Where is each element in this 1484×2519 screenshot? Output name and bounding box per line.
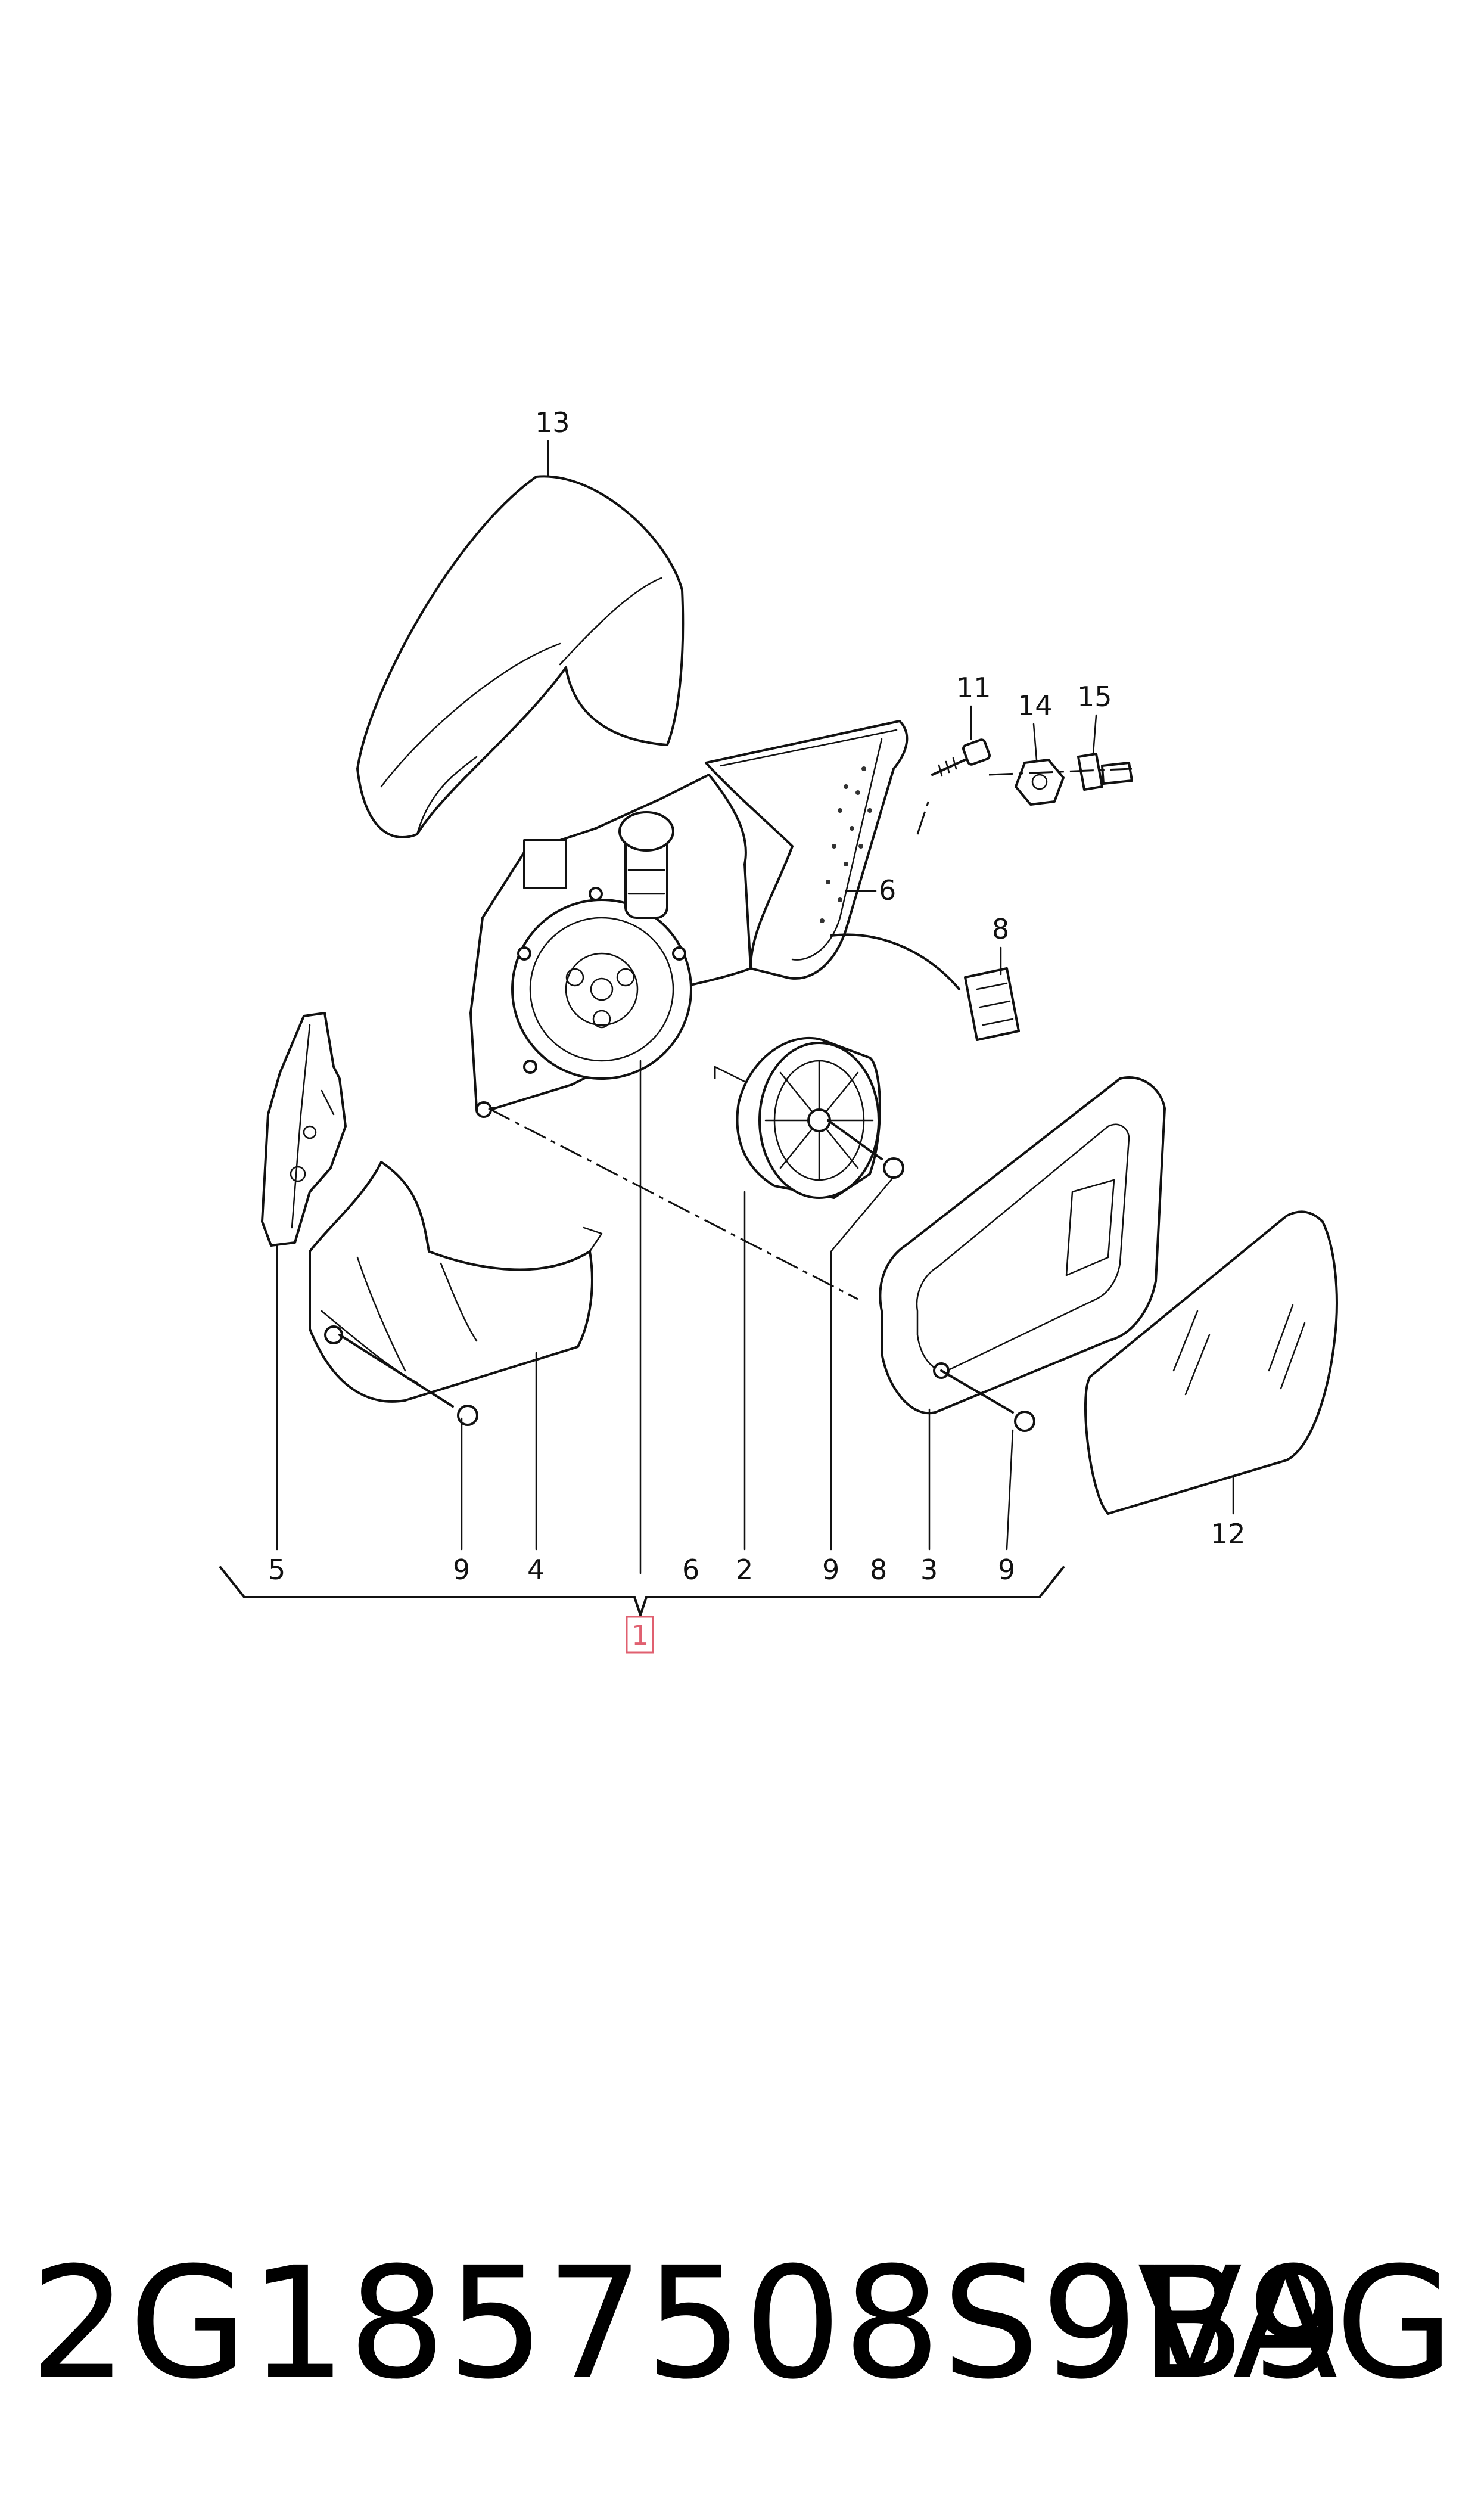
callout-11: 11 bbox=[956, 672, 991, 704]
part-9-screw-b bbox=[827, 1119, 904, 1179]
brand-name: VAG bbox=[1137, 2234, 1454, 2413]
callout-9-b: 9 bbox=[822, 1554, 839, 1586]
part-15-clip bbox=[1077, 753, 1133, 791]
part-5-cover-panel bbox=[261, 1012, 347, 1247]
callout-12: 12 bbox=[1211, 1518, 1246, 1550]
callout-1: 1 bbox=[631, 1619, 649, 1651]
callout-2: 2 bbox=[736, 1554, 753, 1586]
part-6-base-gasket bbox=[705, 720, 909, 980]
callout-4: 4 bbox=[527, 1554, 545, 1586]
callout-8-top: 8 bbox=[992, 913, 1009, 945]
callout-6-bottom: 6 bbox=[682, 1554, 699, 1586]
assembly-bracket bbox=[219, 1566, 1065, 1616]
part-9-screw-a bbox=[338, 1334, 478, 1426]
part-1-mirror-housing bbox=[469, 774, 752, 1118]
callout-6-top: 6 bbox=[879, 874, 896, 906]
callout-14: 14 bbox=[1018, 689, 1053, 722]
callout-15: 15 bbox=[1077, 681, 1112, 713]
part-11-screw bbox=[931, 738, 991, 777]
part-9-screw-c bbox=[940, 1369, 1035, 1432]
callout-1-highlight bbox=[626, 1616, 654, 1654]
part-13-mirror-cap bbox=[356, 475, 685, 838]
callout-13: 13 bbox=[535, 406, 570, 439]
callout-9-c: 9 bbox=[998, 1554, 1015, 1586]
part-3-glass-frame bbox=[879, 1076, 1166, 1415]
part-4-lower-cover bbox=[309, 1161, 603, 1403]
callout-5: 5 bbox=[268, 1554, 285, 1586]
leader-lines bbox=[276, 440, 1234, 1574]
part-number: 2G1857508S9B9 bbox=[30, 2234, 1346, 2413]
callout-9-a: 9 bbox=[453, 1554, 470, 1586]
callout-3: 3 bbox=[920, 1554, 938, 1586]
callout-8-bottom: 8 bbox=[870, 1554, 887, 1586]
part-2-drive-unit bbox=[714, 1036, 881, 1199]
part-12-mirror-glass bbox=[1084, 1210, 1338, 1515]
part-14-nut bbox=[1015, 759, 1065, 806]
part-8-connector bbox=[830, 933, 1020, 1041]
assembly-lines bbox=[488, 768, 1133, 1300]
